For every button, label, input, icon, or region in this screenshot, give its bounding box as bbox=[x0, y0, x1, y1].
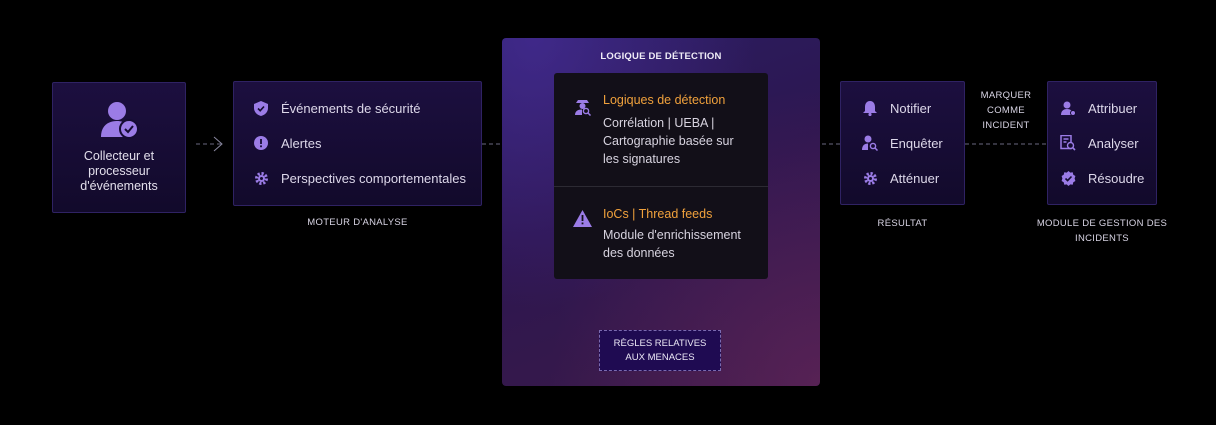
mitigate-gear-icon bbox=[860, 168, 880, 188]
analysis-item: Événements de sécurité bbox=[251, 98, 420, 118]
detection-logic-heading: Logiques de détection bbox=[603, 93, 726, 107]
iocs-heading: IoCs | Thread feeds bbox=[603, 207, 713, 221]
incident-module-caption: MODULE DE GESTION DES INCIDENTS bbox=[1036, 218, 1168, 244]
bell-icon bbox=[860, 98, 880, 118]
analysis-engine-box bbox=[233, 81, 482, 206]
analyze-doc-icon bbox=[1058, 133, 1078, 153]
detection-title: LOGIQUE DE DÉTECTION bbox=[600, 51, 722, 62]
analysis-item: Alertes bbox=[251, 133, 321, 153]
incident-item: Analyser bbox=[1058, 133, 1139, 153]
analysis-item: Perspectives comportementales bbox=[251, 168, 466, 188]
shield-icon bbox=[251, 98, 271, 118]
detection-logic-description: Corrélation | UEBA | Cartographie basée … bbox=[603, 116, 734, 166]
detective-icon bbox=[573, 97, 592, 121]
iocs-description: Module d'enrichissement des données bbox=[603, 228, 741, 260]
result-item: Enquêter bbox=[860, 133, 943, 153]
result-item: Notifier bbox=[860, 98, 931, 118]
threat-rules-box: RÈGLES RELATIVES AUX MENACES bbox=[599, 330, 721, 371]
user-check-icon bbox=[100, 101, 140, 144]
mark-as-incident-label: MARQUER COMME INCIDENT bbox=[966, 88, 1046, 133]
alert-icon bbox=[251, 133, 271, 153]
assign-user-icon bbox=[1058, 98, 1078, 118]
incident-item: Attribuer bbox=[1058, 98, 1137, 118]
arrow-head-icon bbox=[213, 136, 223, 152]
check-badge-icon bbox=[1058, 168, 1078, 188]
collector-box: Collecteur et processeur d'événements bbox=[52, 82, 186, 213]
analysis-caption: MOTEUR D'ANALYSE bbox=[307, 217, 408, 228]
result-box bbox=[840, 81, 965, 205]
gear-icon bbox=[251, 168, 271, 188]
investigate-icon bbox=[860, 133, 880, 153]
divider bbox=[554, 186, 768, 187]
result-item: Atténuer bbox=[860, 168, 939, 188]
collector-label: Collecteur et processeur d'événements bbox=[80, 149, 158, 193]
result-caption: RÉSULTAT bbox=[877, 218, 928, 229]
warning-icon bbox=[573, 210, 592, 232]
detection-inner-card bbox=[554, 73, 768, 279]
incident-item: Résoudre bbox=[1058, 168, 1144, 188]
